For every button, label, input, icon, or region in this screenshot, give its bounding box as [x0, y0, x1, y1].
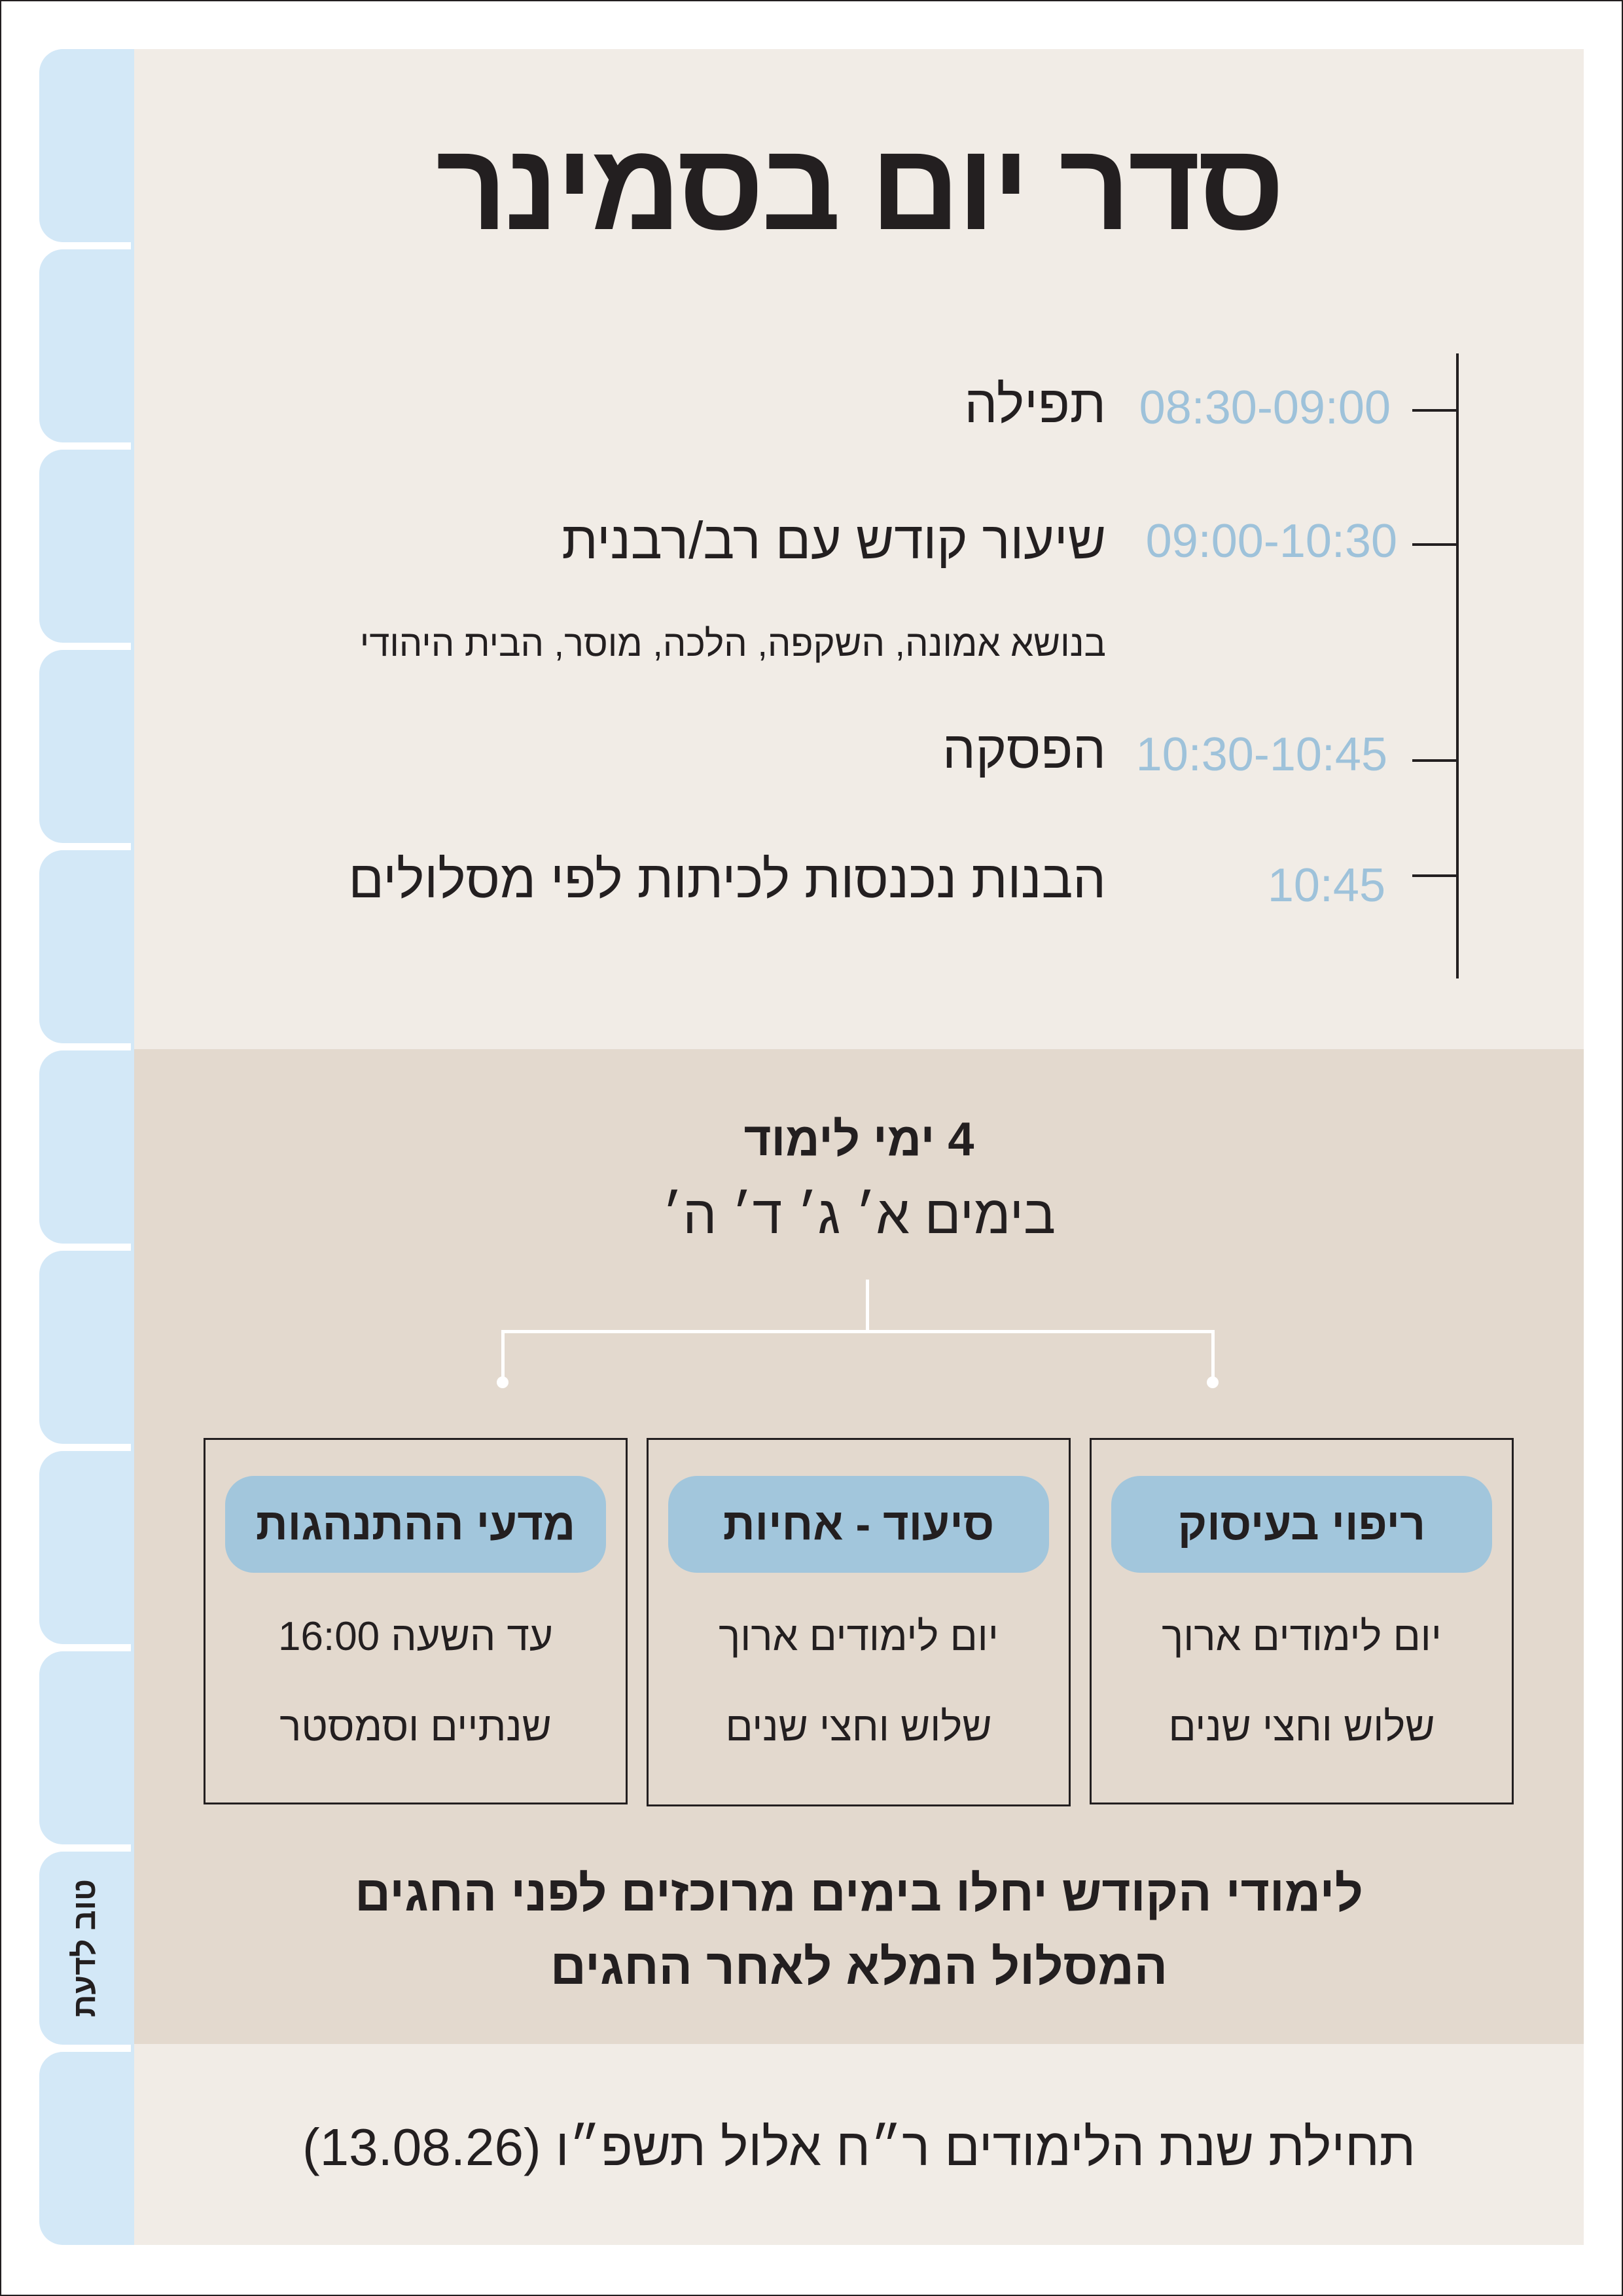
timeline-tick [1412, 409, 1458, 412]
track-name: ריפוי בעיסוק [1111, 1476, 1492, 1573]
side-tab [39, 249, 131, 442]
schedule-event: הבנות נכנסות לכיתות לפי מסלולים [348, 850, 1106, 908]
schedule-time: 09:00-10:30 [1145, 515, 1397, 567]
schedule-event: שיעור קודש עם רב/רבנית [562, 511, 1106, 569]
track-card: ריפוי בעיסוק יום לימודים ארוך שלוש וחצי … [1090, 1438, 1514, 1804]
connector-line [501, 1330, 1215, 1333]
school-year-start: תחילת שנת הלימודים ר״ח אלול תשפ״ו (13.08… [302, 2118, 1416, 2176]
side-tab-good-to-know [39, 1852, 131, 2045]
track-card: סיעוד - אחיות יום לימודים ארוך שלוש וחצי… [647, 1438, 1071, 1806]
schedule-event: הפסקה [942, 721, 1106, 779]
study-days-title: 4 ימי לימוד [743, 1113, 974, 1166]
connector-line [1211, 1330, 1215, 1381]
track-detail: יום לימודים ארוך [1162, 1614, 1442, 1659]
timeline-tick [1412, 874, 1458, 877]
side-tab [39, 2052, 131, 2245]
schedule-panel [134, 49, 1584, 1049]
schedule-time: 10:45 [1267, 859, 1385, 912]
track-detail: עד השעה 16:00 [278, 1614, 553, 1659]
holy-studies-note: לימודי הקודש יחלו בימים מרוכזים לפני החג… [355, 1866, 1363, 1922]
side-tab-text: טוב לדעת [67, 1878, 103, 2018]
track-detail: יום לימודים ארוך [719, 1614, 999, 1659]
track-card: מדעי ההתנהגות עד השעה 16:00 שנתיים וסמסט… [204, 1438, 628, 1804]
full-track-note: המסלול המלא לאחר החגים [550, 1939, 1168, 1995]
side-tab [39, 1251, 131, 1444]
tab-divider [131, 49, 134, 2245]
side-tab [39, 850, 131, 1043]
side-tab-label: טוב לדעת [39, 1852, 131, 2045]
track-detail: שלוש וחצי שנים [725, 1704, 992, 1749]
schedule-time: 08:30-09:00 [1139, 382, 1391, 434]
track-detail: שלוש וחצי שנים [1168, 1704, 1435, 1749]
connector-line [501, 1330, 505, 1381]
side-tab [39, 1050, 131, 1244]
footer-panel [134, 2044, 1584, 2245]
side-tab-strip: טוב לדעת [39, 49, 131, 2245]
track-name: סיעוד - אחיות [668, 1476, 1049, 1573]
side-tab [39, 1451, 131, 1644]
connector-dot [1207, 1376, 1219, 1388]
track-name: מדעי ההתנהגות [225, 1476, 606, 1573]
timeline-tick [1412, 543, 1458, 546]
side-tab [39, 450, 131, 643]
connector-line [866, 1280, 869, 1332]
side-tab [39, 1651, 131, 1844]
connector-dot [497, 1376, 508, 1388]
page-title: סדר יום בסמינר [436, 117, 1285, 256]
timeline-tick [1412, 759, 1458, 762]
timeline-line [1456, 353, 1459, 978]
schedule-event: תפילה [964, 375, 1106, 433]
schedule-time: 10:30-10:45 [1135, 728, 1387, 781]
track-detail: שנתיים וסמסטר [279, 1704, 552, 1749]
schedule-event-detail: בנושא אמונה, השקפה, הלכה, מוסר, הבית היה… [359, 622, 1106, 664]
side-tab [39, 49, 131, 242]
study-days-list: בימים א׳ ג׳ ד׳ ה׳ [662, 1185, 1056, 1245]
side-tab [39, 650, 131, 843]
